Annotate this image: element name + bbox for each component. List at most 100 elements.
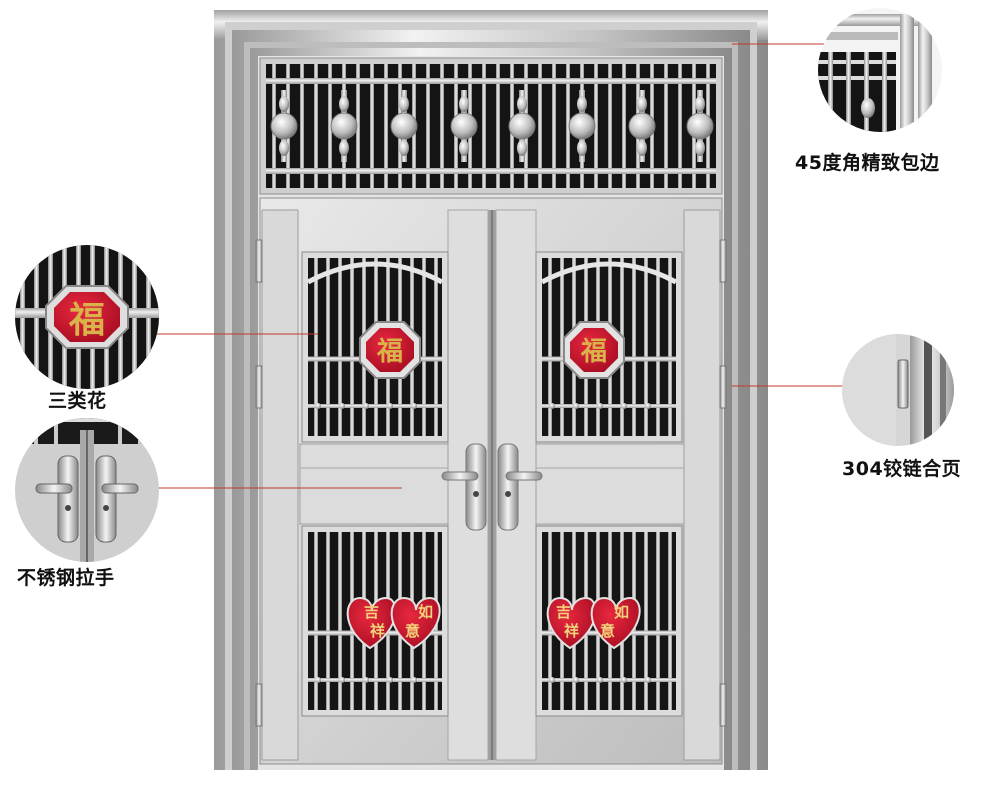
transom-bar xyxy=(538,64,542,188)
grille-bar xyxy=(326,258,330,436)
grille-bar xyxy=(560,258,564,436)
door-handles xyxy=(441,443,543,531)
grille-bar xyxy=(644,258,648,436)
heart-ornament-left: 吉 祥 如 意 xyxy=(346,596,441,650)
zoom-corner-trim xyxy=(818,8,942,132)
callout-hinge: 304铰链合页 xyxy=(842,458,962,480)
fu-ornament-right: 福 xyxy=(563,321,625,379)
grille-bar xyxy=(338,532,342,710)
grille-bar xyxy=(668,532,672,710)
grille-rivet xyxy=(573,403,579,409)
hinge-left-bot xyxy=(255,683,263,727)
baluster-bead-bottom xyxy=(279,140,289,156)
baluster-knob xyxy=(390,112,418,140)
transom-bar xyxy=(552,64,556,188)
grille-arch xyxy=(306,261,444,285)
transom-bar xyxy=(566,64,570,188)
baluster-bead-bottom xyxy=(459,140,469,156)
callout-flower-type: 三类花 xyxy=(48,390,107,412)
zoom-fu-character: 福 xyxy=(68,299,105,341)
grille-rivet xyxy=(363,677,369,683)
grille-rivet xyxy=(621,677,627,683)
grille-rivet xyxy=(387,403,393,409)
baluster-bead-top xyxy=(637,96,647,112)
grille-crossbar-low xyxy=(308,678,442,682)
transom-bar xyxy=(426,64,430,188)
transom-bar xyxy=(664,64,668,188)
grille-rivet xyxy=(549,677,555,683)
grille-rivet xyxy=(315,677,321,683)
hinge-left-top xyxy=(255,239,263,283)
ru-character-right: 如 xyxy=(614,603,629,621)
transom-bar xyxy=(594,64,598,188)
baluster-knob xyxy=(450,112,478,140)
baluster-bead-bottom xyxy=(517,140,527,156)
fu-character-right: 福 xyxy=(580,337,607,367)
grille-rivet xyxy=(411,677,417,683)
zoom-handle xyxy=(15,418,159,562)
grille-bar xyxy=(644,532,648,710)
baluster-knob xyxy=(568,112,596,140)
transom-bar xyxy=(314,64,318,188)
grille-bar xyxy=(548,258,552,436)
baluster-bead-top xyxy=(459,96,469,112)
grille-rivet xyxy=(597,403,603,409)
baluster-bead-top xyxy=(517,96,527,112)
grille-crossbar-low xyxy=(542,404,676,408)
transom-bar xyxy=(678,64,682,188)
transom-bar xyxy=(440,64,444,188)
grille-bar xyxy=(632,258,636,436)
grille-rivet xyxy=(573,677,579,683)
transom-bar xyxy=(608,64,612,188)
grille-rivet xyxy=(645,677,651,683)
hinge-left-mid xyxy=(255,365,263,409)
grille-bar xyxy=(434,258,438,436)
grille-bar xyxy=(314,532,318,710)
baluster-bead-top xyxy=(279,96,289,112)
baluster-knob xyxy=(628,112,656,140)
baluster-bead-bottom xyxy=(399,140,409,156)
grille-bar xyxy=(656,532,660,710)
baluster-knob xyxy=(686,112,714,140)
hinge-right-mid xyxy=(719,365,727,409)
callout-handle: 不锈钢拉手 xyxy=(17,567,115,589)
ji-character-left: 吉 xyxy=(364,603,379,621)
grille-crossbar-low xyxy=(308,404,442,408)
transom-bar xyxy=(622,64,626,188)
yi-character-left: 意 xyxy=(405,622,420,640)
grille-bar xyxy=(350,258,354,436)
callout-corner-trim: 45度角精致包边 xyxy=(795,152,940,174)
grille-bar xyxy=(668,258,672,436)
yi-character-right: 意 xyxy=(600,622,615,640)
transom-bar xyxy=(482,64,486,188)
xiang-character-right: 祥 xyxy=(564,622,579,640)
baluster-bead-bottom xyxy=(637,140,647,156)
ru-character-left: 如 xyxy=(418,603,433,621)
grille-rivet xyxy=(411,403,417,409)
zoom-flower: 福 xyxy=(15,245,159,389)
grille-rivet xyxy=(315,403,321,409)
transom-bar xyxy=(370,64,374,188)
baluster-bead-top xyxy=(695,96,705,112)
baluster-knob xyxy=(508,112,536,140)
hinge-right-top xyxy=(719,239,727,283)
transom-bar xyxy=(356,64,360,188)
transom-bar xyxy=(328,64,332,188)
grille-rivet xyxy=(549,403,555,409)
hinge-right-bot xyxy=(719,683,727,727)
grille-rivet xyxy=(339,677,345,683)
grille-bar xyxy=(314,258,318,436)
grille-bar xyxy=(422,258,426,436)
grille-rivet xyxy=(597,677,603,683)
baluster-bead-top xyxy=(399,96,409,112)
baluster-bead-bottom xyxy=(577,140,587,156)
baluster-knob xyxy=(330,112,358,140)
xiang-character-left: 祥 xyxy=(370,622,385,640)
grille-bar xyxy=(338,258,342,436)
baluster-bead-bottom xyxy=(339,140,349,156)
grille-rivet xyxy=(387,677,393,683)
transom-window xyxy=(259,57,723,195)
grille-bar xyxy=(656,258,660,436)
ji-character-right: 吉 xyxy=(556,603,571,621)
grille-bar xyxy=(326,532,330,710)
